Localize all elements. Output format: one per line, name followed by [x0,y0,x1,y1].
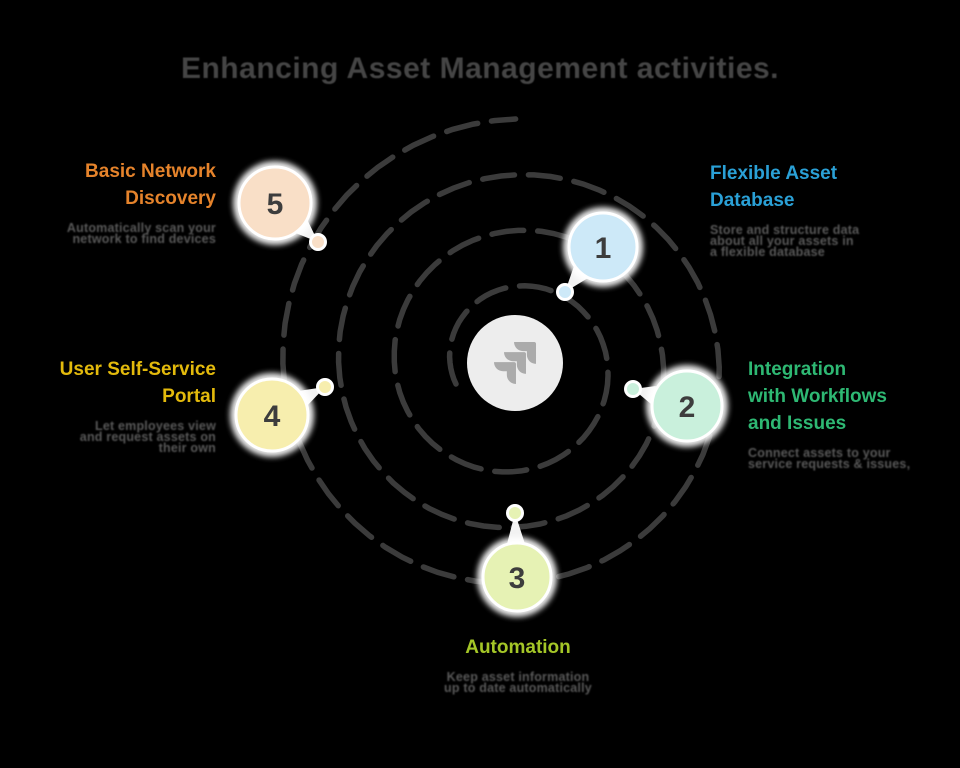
bubble-4-dot [316,378,334,396]
bubble-5 [237,165,313,241]
bubble-2-number: 2 [679,391,696,424]
bubble-4-number: 4 [264,400,281,433]
item-5-description: Automatically scan your network to find … [66,221,216,246]
bubble-4 [234,377,310,453]
step-bubble-1: 1 [556,207,643,301]
diagram-title: Enhancing Asset Management activities. [180,52,780,85]
item-2-description: Connect assets to your service requests … [748,446,911,471]
item-3-block: Automation Keep asset information up to … [388,634,648,694]
bubble-1-dot [556,283,574,301]
bubble-1-number: 1 [595,232,612,265]
item-1-title: Flexible Asset Database [710,163,838,211]
step-bubble-3: 3 [477,504,557,617]
bubble-2 [650,369,724,443]
jira-logo-icon [494,342,537,384]
item-2-title: Integration with Workflows and Issues [748,359,887,434]
step-bubble-4: 4 [230,373,334,457]
item-4-block: User Self-Service Portal Let employees v… [40,356,216,454]
center-logo [467,315,563,411]
bubble-5-number: 5 [267,188,284,221]
item-4-description: Let employees view and request assets on… [79,419,216,455]
step-bubble-5: 5 [233,161,327,251]
bubble-3 [481,541,553,613]
item-5-block: Basic Network Discovery Automatically sc… [40,158,216,245]
bubble-3-number: 3 [509,562,526,595]
item-3-title: Automation [465,637,571,658]
bubble-2-dot [624,380,642,398]
item-3-description: Keep asset information up to date automa… [444,670,592,695]
step-bubble-2: 2 [624,365,728,447]
item-5-title: Basic Network Discovery [85,161,216,209]
spiral [280,116,722,586]
item-4-title: User Self-Service Portal [59,359,216,407]
item-2-block: Integration with Workflows and Issues Co… [748,356,923,470]
bubble-1 [567,211,639,283]
bubble-5-dot [309,233,327,251]
item-1-description: Store and structure data about all your … [710,223,860,259]
bubble-3-dot [506,504,524,522]
bubble-3-tail [507,513,525,544]
item-1-block: Flexible Asset Database Store and struct… [710,160,895,258]
